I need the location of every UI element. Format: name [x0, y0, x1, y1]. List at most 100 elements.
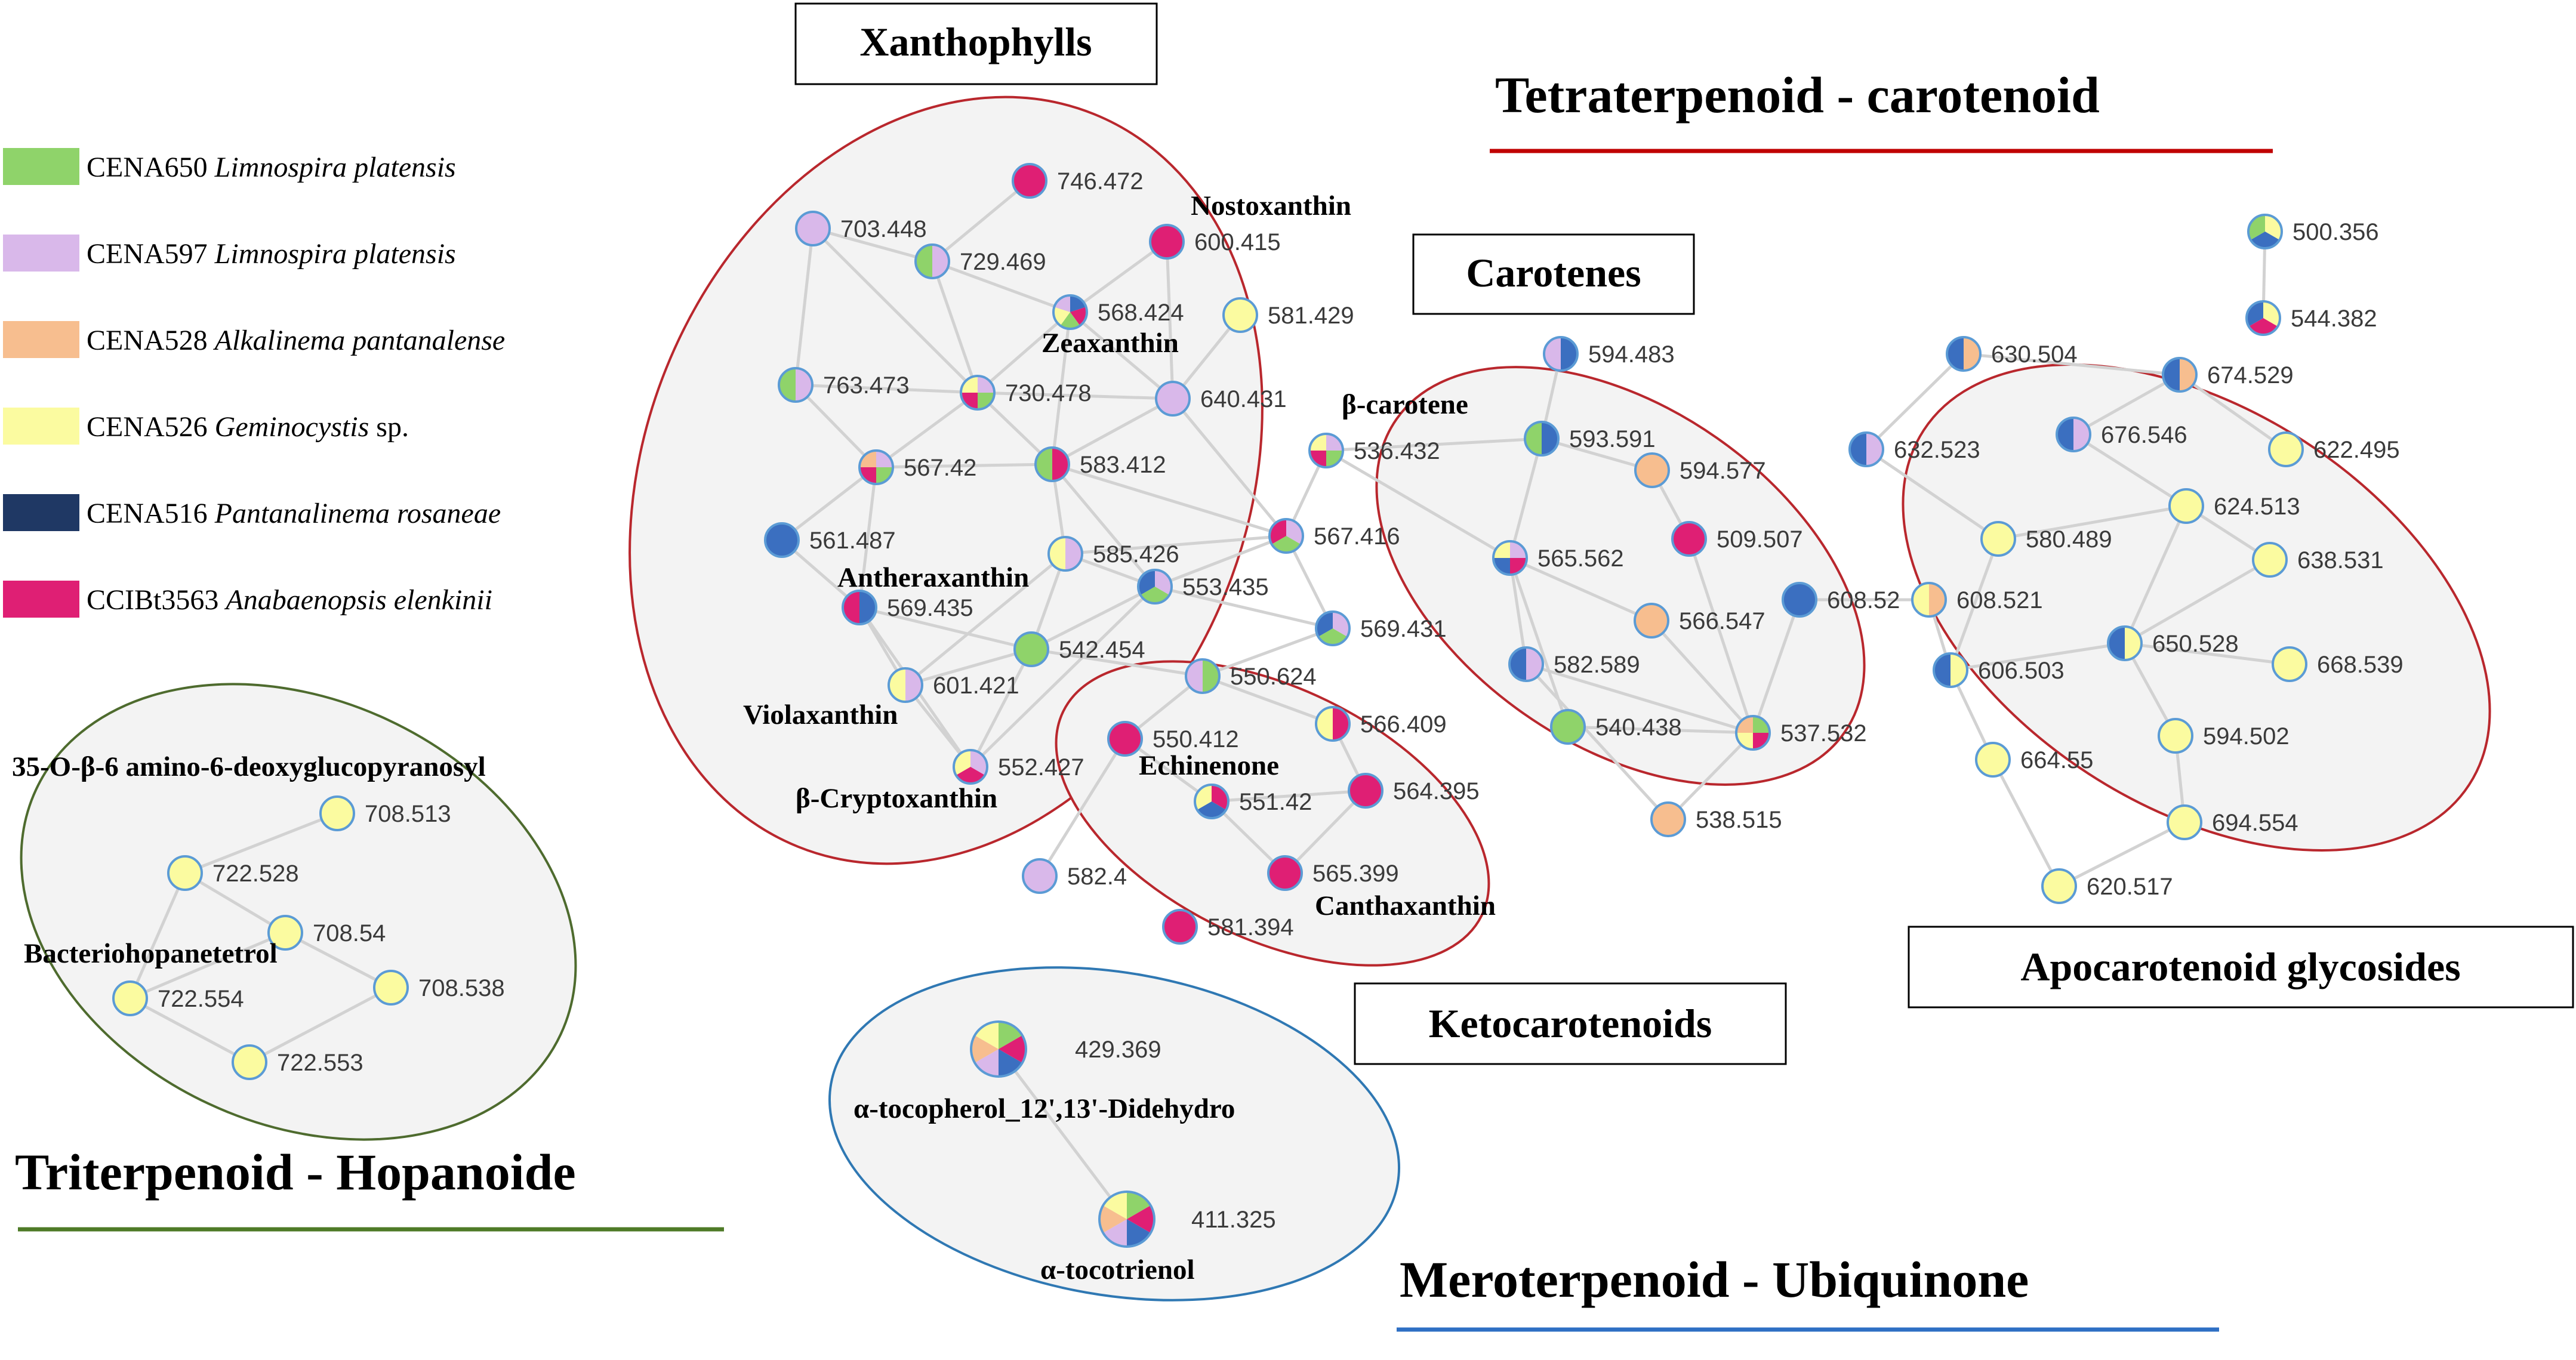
node-582.4[interactable]: 582.4	[1022, 858, 1127, 894]
node-601.421[interactable]: 601.421	[888, 667, 1019, 703]
node-542.454[interactable]: 542.454	[1013, 631, 1145, 667]
node-label: 676.546	[2101, 422, 2187, 448]
node-581.394[interactable]: 581.394	[1162, 909, 1294, 945]
node-border	[2056, 417, 2091, 452]
node-411.325[interactable]: 411.325	[1098, 1191, 1276, 1248]
node-722.553[interactable]: 722.553	[232, 1044, 363, 1080]
node-640.431[interactable]: 640.431	[1155, 381, 1287, 417]
node-429.369[interactable]: 429.369	[970, 1020, 1161, 1078]
node-border	[1508, 646, 1544, 682]
node-606.503[interactable]: 606.503	[1933, 652, 2065, 688]
node-730.478[interactable]: 730.478	[960, 375, 1092, 411]
node-676.546[interactable]: 676.546	[2056, 417, 2187, 452]
node-label: 540.438	[1595, 714, 1682, 741]
node-slice	[2042, 869, 2076, 903]
node-664.55[interactable]: 664.55	[1975, 742, 2093, 778]
node-slice	[905, 668, 922, 702]
node-537.532[interactable]: 537.532	[1735, 715, 1867, 751]
node-703.448[interactable]: 703.448	[795, 211, 927, 246]
node-746.472[interactable]: 746.472	[1012, 163, 1144, 199]
node-600.415[interactable]: 600.415	[1149, 224, 1281, 260]
node-border	[1911, 582, 1947, 618]
node-509.507[interactable]: 509.507	[1671, 521, 1803, 557]
node-540.438[interactable]: 540.438	[1550, 709, 1682, 745]
node-564.395[interactable]: 564.395	[1348, 773, 1480, 809]
node-722.554[interactable]: 722.554	[112, 980, 244, 1016]
node-566.409[interactable]: 566.409	[1315, 706, 1447, 742]
edge-650.528-668.539	[2124, 642, 2290, 666]
node-553.435[interactable]: 553.435	[1137, 569, 1269, 605]
node-582.589[interactable]: 582.589	[1508, 646, 1640, 682]
edge-708.54-722.554	[130, 931, 286, 1000]
edge-509.507-537.532	[1687, 538, 1755, 733]
node-594.577[interactable]: 594.577	[1634, 452, 1766, 488]
node-708.513[interactable]: 708.513	[319, 795, 451, 831]
edge-763.473-730.478	[795, 383, 978, 394]
node-label: 601.421	[933, 673, 1019, 699]
node-674.529[interactable]: 674.529	[2162, 357, 2294, 393]
node-722.528[interactable]: 722.528	[167, 855, 299, 891]
node-slice	[999, 1035, 1027, 1063]
node-label: 622.495	[2313, 437, 2400, 463]
node-593.591[interactable]: 593.591	[1524, 421, 1656, 457]
node-567.42[interactable]: 567.42	[858, 449, 976, 485]
node-581.429[interactable]: 581.429	[1222, 297, 1354, 333]
node-568.424[interactable]: 568.424	[1052, 294, 1184, 330]
edge-730.478-567.42	[875, 391, 979, 469]
node-566.547[interactable]: 566.547	[1634, 603, 1765, 639]
node-585.426[interactable]: 585.426	[1047, 536, 1179, 572]
node-630.504[interactable]: 630.504	[1946, 336, 2078, 372]
node-763.473[interactable]: 763.473	[778, 367, 910, 403]
edge-729.469-730.478	[930, 261, 979, 393]
node-567.416[interactable]: 567.416	[1268, 518, 1400, 554]
edge-537.532-538.515	[1667, 732, 1754, 821]
node-544.382[interactable]: 544.382	[2245, 300, 2377, 336]
node-slice	[1053, 307, 1070, 326]
node-624.513[interactable]: 624.513	[2168, 488, 2300, 524]
node-650.528[interactable]: 650.528	[2107, 625, 2239, 661]
node-561.487[interactable]: 561.487	[764, 522, 896, 558]
compound-echinenone: Echinenone	[1139, 750, 1279, 781]
node-label: 708.538	[418, 975, 505, 1001]
node-slice	[1493, 558, 1510, 575]
node-622.495[interactable]: 622.495	[2268, 431, 2400, 467]
node-632.523[interactable]: 632.523	[1848, 431, 1980, 467]
node-729.469[interactable]: 729.469	[914, 243, 1046, 279]
node-slice	[168, 856, 202, 890]
node-583.412[interactable]: 583.412	[1034, 446, 1166, 482]
node-708.538[interactable]: 708.538	[373, 970, 505, 1006]
legend-item-cena526: CENA526 Geminocystis sp.	[3, 408, 409, 445]
node-slice	[1013, 164, 1046, 198]
node-552.427[interactable]: 552.427	[953, 749, 1084, 785]
compound-violaxanthin: Violaxanthin	[743, 699, 898, 730]
node-668.539[interactable]: 668.539	[2272, 646, 2404, 682]
node-550.412[interactable]: 550.412	[1107, 721, 1239, 757]
edge-585.426-601.421	[904, 553, 1067, 686]
node-border	[1052, 294, 1088, 330]
node-594.502[interactable]: 594.502	[2158, 718, 2290, 754]
node-580.489[interactable]: 580.489	[1980, 521, 2112, 557]
compound-antheraxanthin: Antheraxanthin	[837, 562, 1029, 593]
node-608.52[interactable]: 608.52	[1782, 582, 1900, 618]
node-550.624[interactable]: 550.624	[1185, 658, 1317, 694]
node-569.435[interactable]: 569.435	[842, 590, 973, 625]
node-slice	[2170, 489, 2203, 523]
node-label: 565.562	[1537, 545, 1624, 572]
legend-swatch	[3, 494, 79, 531]
node-638.531[interactable]: 638.531	[2252, 542, 2384, 578]
node-slice	[1736, 733, 1753, 750]
node-551.42[interactable]: 551.42	[1194, 784, 1312, 819]
node-608.521[interactable]: 608.521	[1911, 582, 2043, 618]
node-708.54[interactable]: 708.54	[267, 915, 386, 951]
node-slice	[269, 916, 302, 949]
node-694.554[interactable]: 694.554	[2167, 804, 2298, 840]
node-500.356[interactable]: 500.356	[2247, 214, 2379, 249]
compound-zeaxanthin: Zeaxanthin	[1042, 328, 1179, 359]
node-538.515[interactable]: 538.515	[1650, 801, 1782, 837]
node-594.483[interactable]: 594.483	[1543, 336, 1675, 372]
node-565.562[interactable]: 565.562	[1492, 540, 1624, 576]
node-569.431[interactable]: 569.431	[1315, 610, 1447, 646]
node-536.432[interactable]: 536.432	[1308, 433, 1440, 468]
node-620.517[interactable]: 620.517	[2041, 868, 2173, 904]
node-565.399[interactable]: 565.399	[1267, 855, 1399, 891]
